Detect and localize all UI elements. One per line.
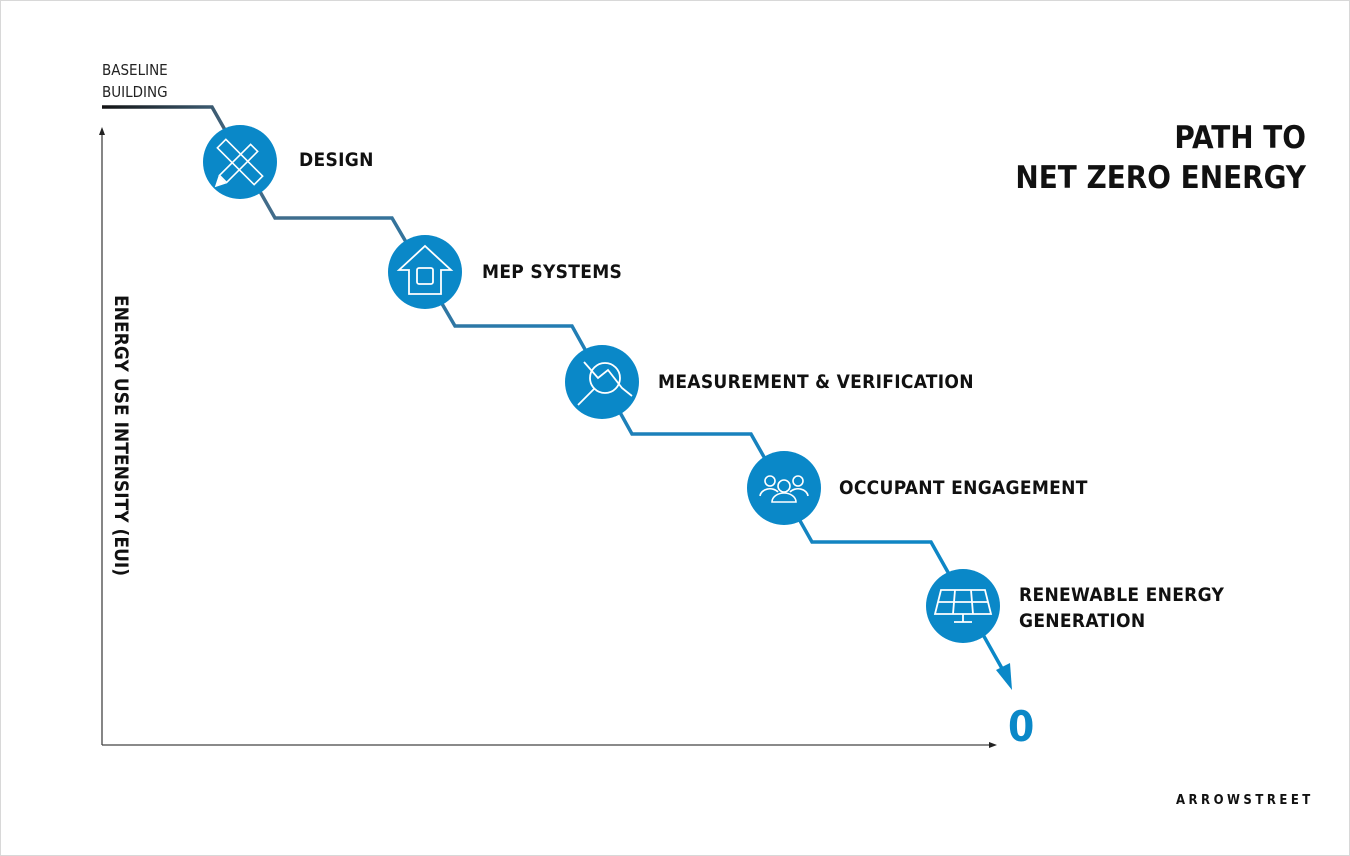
y-axis — [99, 127, 105, 745]
y-axis-label: ENERGY USE INTENSITY (EUI) — [110, 295, 132, 577]
pencil-ruler-icon — [203, 125, 277, 199]
step-label-mep: MEP SYSTEMS — [482, 261, 623, 283]
solar-panel-icon — [926, 569, 1000, 643]
step-label-renewable: RENEWABLE ENERGY GENERATION — [1019, 582, 1224, 634]
step-label-mv: MEASUREMENT & VERIFICATION — [658, 371, 974, 393]
brand-logo: ARROWSTREET — [1176, 793, 1314, 808]
step-label-renewable-line1: RENEWABLE ENERGY — [1019, 584, 1225, 606]
step-label-occupant: OCCUPANT ENGAGEMENT — [839, 477, 1088, 499]
path-arrowhead — [996, 663, 1012, 690]
x-axis — [102, 742, 997, 748]
baseline-label: BASELINE BUILDING — [102, 59, 168, 103]
zero-label: 0 — [1008, 702, 1035, 751]
step-label-renewable-line2: GENERATION — [1019, 610, 1146, 632]
page-title: PATH TO NET ZERO ENERGY — [1015, 118, 1306, 198]
step-label-design: DESIGN — [299, 149, 374, 171]
title-line1: PATH TO — [1174, 120, 1306, 156]
baseline-line1: BASELINE — [102, 61, 168, 79]
people-group-icon — [747, 451, 821, 525]
title-line2: NET ZERO ENERGY — [1015, 160, 1306, 196]
baseline-line2: BUILDING — [102, 83, 168, 101]
magnifier-chart-icon — [565, 345, 639, 419]
house-cycle-icon — [388, 235, 462, 309]
